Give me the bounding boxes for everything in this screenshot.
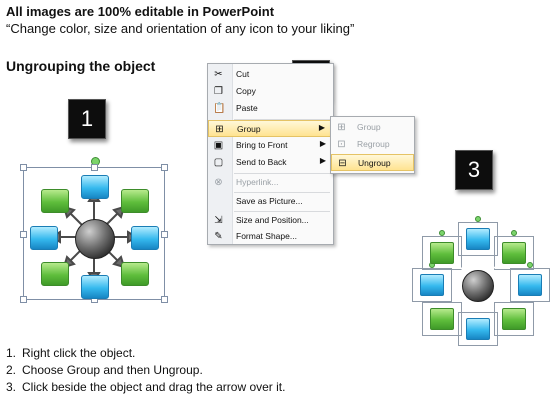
menu-item-label: Hyperlink... xyxy=(236,177,279,187)
submenu-item-label: Group xyxy=(357,122,381,132)
menu-item-label: Format Shape... xyxy=(236,231,297,241)
rotation-handle[interactable] xyxy=(527,262,533,268)
menu-item-label: Group xyxy=(237,124,261,134)
menu-separator xyxy=(234,192,330,193)
step-badge-1: 1 xyxy=(68,99,106,139)
submenu-arrow-icon: ▶ xyxy=(319,139,326,148)
submenu-item-regroup: ⊡ Regroup xyxy=(331,136,414,153)
submenu-arrow-icon: ▶ xyxy=(319,156,326,165)
menu-item-format-shape[interactable]: ✎ Format Shape... xyxy=(208,228,333,245)
rotation-handle[interactable] xyxy=(475,216,481,222)
menu-item-bring-to-front[interactable]: ▣ Bring to Front ▶ xyxy=(208,137,333,154)
copy-icon: ❐ xyxy=(214,86,223,97)
instruction-step: 1.Right click the object. xyxy=(6,346,136,360)
menu-item-label: Send to Back xyxy=(236,157,287,167)
instruction-step: 2.Choose Group and then Ungroup. xyxy=(6,363,203,377)
green-tile[interactable] xyxy=(502,308,526,330)
blue-tile[interactable] xyxy=(518,274,542,296)
grouped-object[interactable] xyxy=(20,157,168,303)
menu-item-paste[interactable]: 📋 Paste xyxy=(208,100,333,117)
menu-separator xyxy=(234,173,330,174)
shape-selection-frame xyxy=(494,302,534,336)
shape-selection-frame xyxy=(510,268,550,302)
format-shape-icon: ✎ xyxy=(214,231,223,242)
menu-item-hyperlink: ⊗ Hyperlink... xyxy=(208,174,333,191)
menu-item-label: Paste xyxy=(236,103,258,113)
submenu-item-label: Regroup xyxy=(357,139,390,149)
menu-item-send-to-back[interactable]: ▢ Send to Back ▶ xyxy=(208,154,333,171)
resize-handle[interactable] xyxy=(20,231,27,238)
paste-icon: 📋 xyxy=(213,103,226,114)
menu-item-save-as-picture[interactable]: Save as Picture... xyxy=(208,193,333,210)
shape-selection-frame xyxy=(412,268,452,302)
bring-to-front-icon: ▣ xyxy=(213,140,224,151)
green-tile xyxy=(41,189,69,213)
menu-item-copy[interactable]: ❐ Copy xyxy=(208,83,333,100)
menu-item-label: Bring to Front xyxy=(236,140,288,150)
shape-selection-frame xyxy=(422,236,462,270)
submenu-item-ungroup[interactable]: ⊟ Ungroup xyxy=(331,154,414,171)
ungrouped-object[interactable] xyxy=(410,216,556,346)
page-subtitle: “Change color, size and orientation of a… xyxy=(6,21,355,36)
resize-handle[interactable] xyxy=(161,296,168,303)
resize-handle[interactable] xyxy=(20,296,27,303)
shape-selection-frame xyxy=(422,302,462,336)
menu-separator xyxy=(234,119,330,120)
group-icon: ⊞ xyxy=(215,124,224,135)
green-tile xyxy=(121,189,149,213)
context-menu: ✂ Cut ❐ Copy 📋 Paste ⊞ Group ▶ ▣ Bring t… xyxy=(207,63,334,245)
menu-item-cut[interactable]: ✂ Cut xyxy=(208,66,333,83)
step-badge-3: 3 xyxy=(455,150,493,190)
resize-handle[interactable] xyxy=(20,164,27,171)
menu-item-size-and-position[interactable]: ⇲ Size and Position... xyxy=(208,212,333,229)
shape-selection-frame xyxy=(458,312,498,346)
regroup-icon: ⊡ xyxy=(337,139,346,150)
menu-item-group[interactable]: ⊞ Group ▶ xyxy=(208,120,333,137)
group-submenu: ⊞ Group ⊡ Regroup ⊟ Ungroup xyxy=(330,116,415,174)
send-to-back-icon: ▢ xyxy=(213,157,224,168)
shape-selection-frame xyxy=(458,222,498,256)
resize-handle[interactable] xyxy=(161,231,168,238)
green-tile[interactable] xyxy=(430,308,454,330)
instruction-list: 1.Right click the object. 2.Choose Group… xyxy=(6,345,285,396)
blue-tile xyxy=(81,175,109,199)
blue-tile xyxy=(81,275,109,299)
instruction-step: 3.Click beside the object and drag the a… xyxy=(6,380,286,394)
menu-icon-gutter xyxy=(208,64,233,244)
submenu-item-label: Ungroup xyxy=(358,158,391,168)
rotation-handle[interactable] xyxy=(511,230,517,236)
blue-tile[interactable] xyxy=(466,228,490,250)
center-sphere[interactable] xyxy=(462,270,494,302)
blue-tile xyxy=(131,226,159,250)
menu-item-label: Save as Picture... xyxy=(236,196,303,206)
blue-tile[interactable] xyxy=(466,318,490,340)
menu-item-label: Copy xyxy=(236,86,256,96)
resize-handle[interactable] xyxy=(91,164,98,171)
blue-tile xyxy=(30,226,58,250)
menu-item-label: Size and Position... xyxy=(236,215,309,225)
group-icon: ⊞ xyxy=(337,122,346,133)
green-tile xyxy=(41,262,69,286)
submenu-arrow-icon: ▶ xyxy=(318,123,325,132)
hyperlink-icon: ⊗ xyxy=(214,177,223,188)
green-tile xyxy=(121,262,149,286)
section-title: Ungrouping the object xyxy=(6,58,156,74)
blue-tile[interactable] xyxy=(420,274,444,296)
ungroup-icon: ⊟ xyxy=(338,158,347,169)
green-tile[interactable] xyxy=(502,242,526,264)
size-position-icon: ⇲ xyxy=(214,215,223,226)
menu-separator xyxy=(234,211,330,212)
rotation-handle[interactable] xyxy=(439,230,445,236)
green-tile[interactable] xyxy=(430,242,454,264)
center-sphere xyxy=(75,219,115,259)
submenu-item-group: ⊞ Group xyxy=(331,119,414,136)
page-title: All images are 100% editable in PowerPoi… xyxy=(6,4,275,19)
resize-handle[interactable] xyxy=(161,164,168,171)
scissors-icon: ✂ xyxy=(214,69,223,80)
menu-item-label: Cut xyxy=(236,69,250,79)
shape-selection-frame xyxy=(494,236,534,270)
